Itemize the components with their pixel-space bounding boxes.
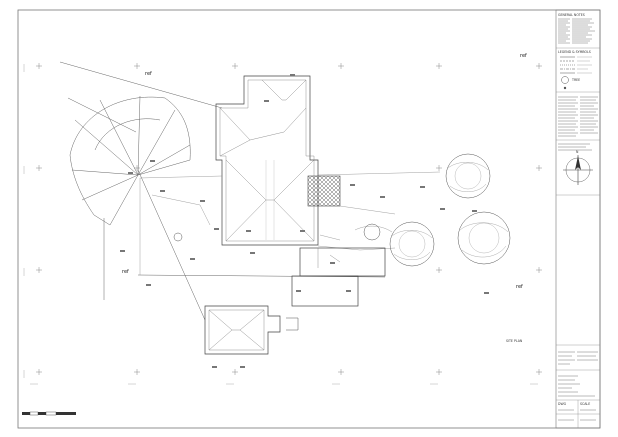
- company-block: [558, 351, 598, 397]
- corner-mark-2: ref: [520, 53, 527, 59]
- tree-4: [363, 223, 381, 241]
- scale-label: SCALE: [580, 402, 590, 406]
- schedule-table: [558, 96, 598, 137]
- legend-lines: [560, 56, 592, 74]
- small-circle: [173, 232, 183, 242]
- hatched-patio: [307, 175, 341, 207]
- survey-spots: [120, 74, 489, 368]
- tree-canopies: [173, 153, 511, 267]
- revision-notes: [558, 143, 592, 151]
- dwg-number-lines: [558, 409, 596, 421]
- notes-heading: GENERAL NOTES: [558, 13, 585, 17]
- grid-crosses: [36, 63, 542, 375]
- annex-building: [291, 247, 386, 307]
- legend-tree-label: TREE: [571, 78, 580, 82]
- garden-paths: [139, 171, 441, 275]
- main-building: [215, 75, 319, 246]
- scale-bar: [22, 411, 76, 416]
- corner-mark-4: ref: [516, 284, 523, 290]
- corner-mark-1: ref: [145, 71, 152, 77]
- bottom-wing: [204, 305, 299, 355]
- north-label: N: [576, 150, 579, 154]
- fan-shape: [69, 95, 191, 226]
- tree-1: [445, 153, 491, 199]
- legend-heading: LEGEND & SYMBOLS: [558, 50, 591, 54]
- corner-mark-3: ref: [122, 269, 129, 275]
- tree-2: [389, 221, 435, 267]
- legend-tree-icon: [561, 76, 569, 84]
- sheet-border: [17, 9, 601, 429]
- tree-3: [457, 211, 511, 265]
- north-arrow: [563, 155, 593, 185]
- grid-tick-labels: [23, 64, 538, 385]
- notes-text-block: [558, 18, 595, 44]
- sheet-title: SITE PLAN: [506, 339, 523, 343]
- boundary-lines: [59, 61, 386, 321]
- dwg-label: DWG: [558, 402, 567, 406]
- title-block: GENERAL NOTES LEGEND & SYMBOLS TREE: [555, 9, 601, 429]
- legend-point-icon: [563, 86, 567, 90]
